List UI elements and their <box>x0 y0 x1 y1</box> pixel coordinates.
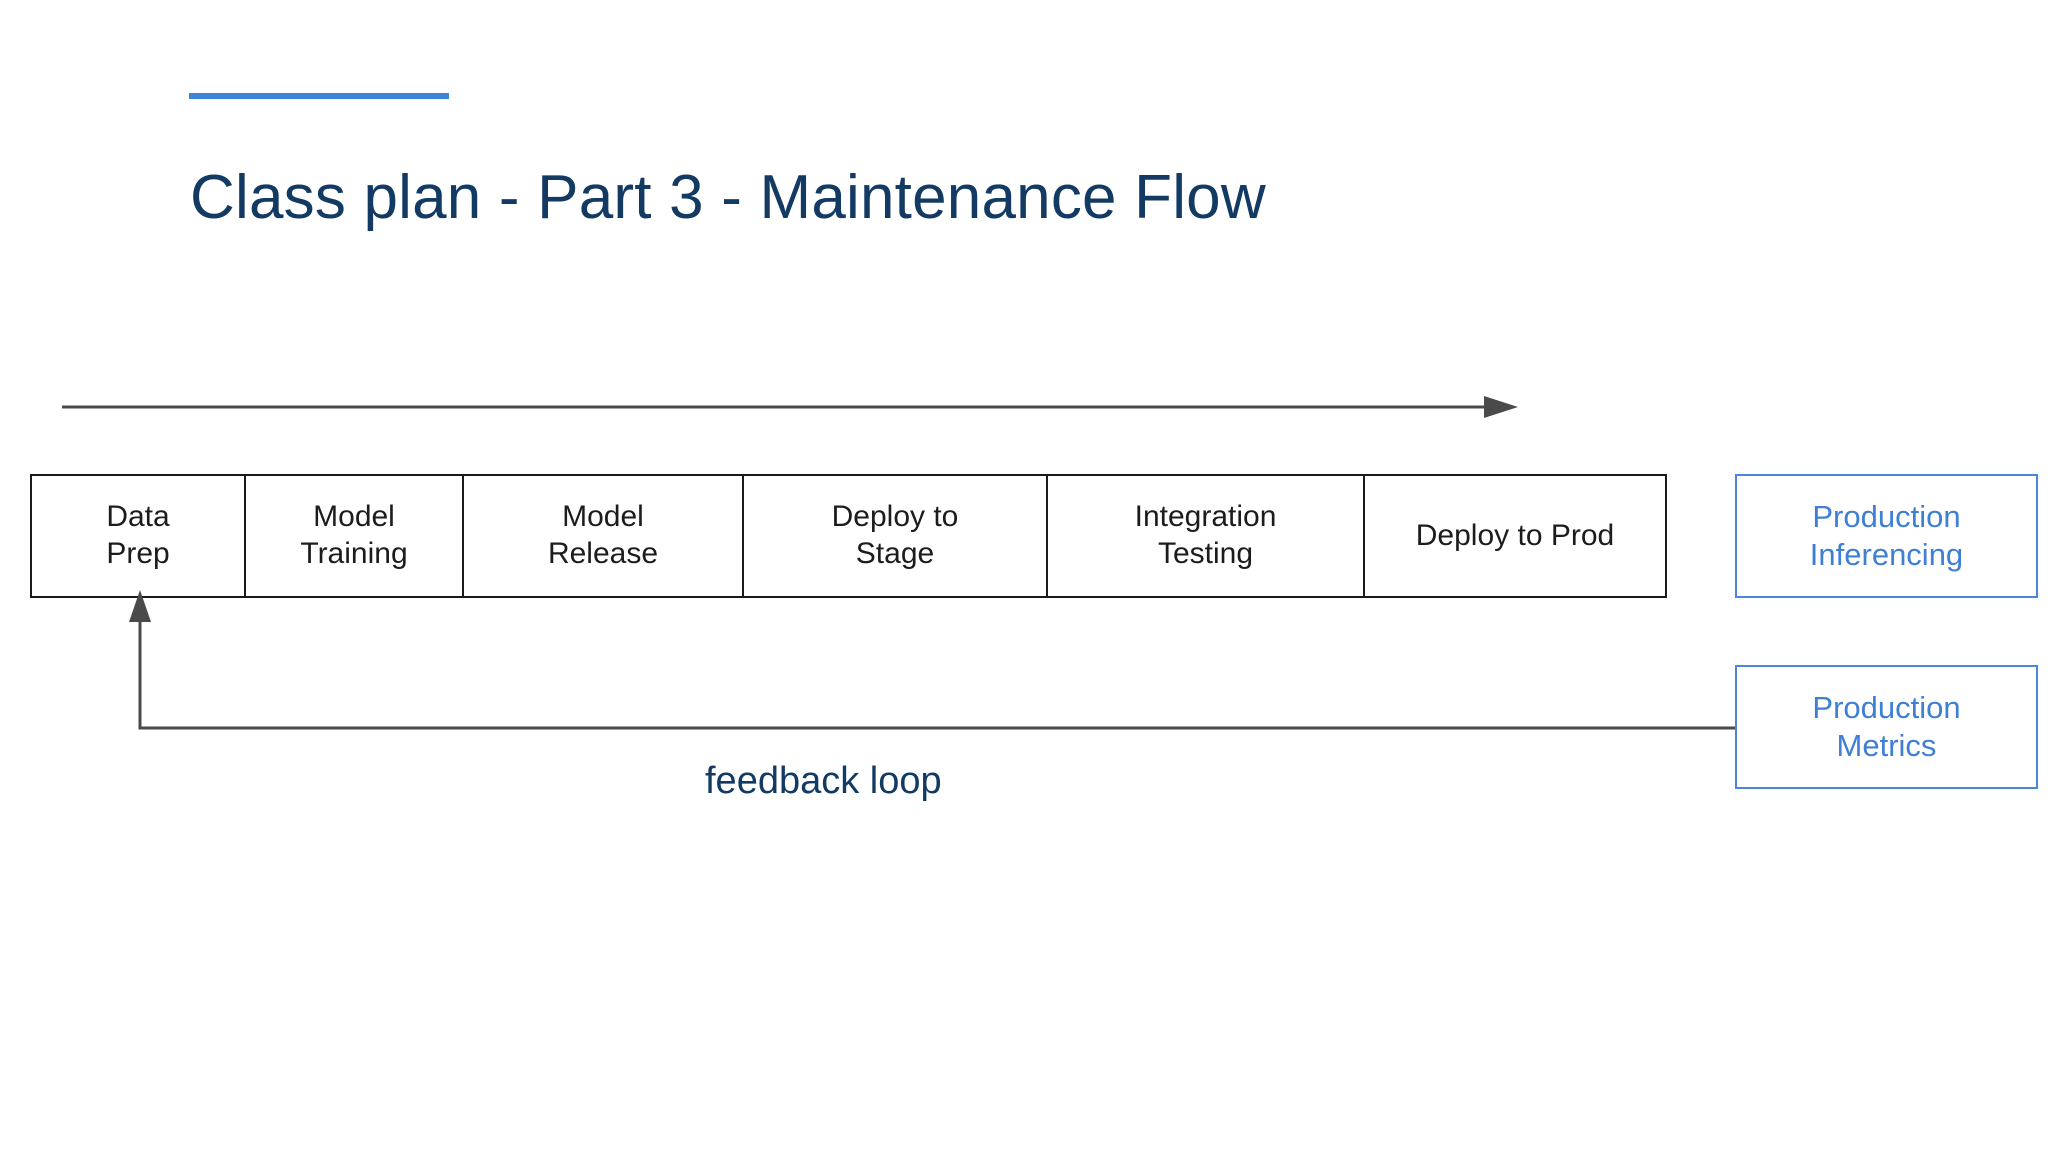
stage-box-model-training[interactable]: Model Training <box>246 476 464 596</box>
left-to-right-arrow <box>62 396 1518 418</box>
feedback-loop-arrow <box>129 590 1735 730</box>
title-accent-bar <box>189 93 449 99</box>
stage-box-data-prep[interactable]: Data Prep <box>32 476 246 596</box>
stage-box-deploy-to-stage[interactable]: Deploy to Stage <box>744 476 1048 596</box>
stage-box-deploy-to-prod[interactable]: Deploy to Prod <box>1415 518 1615 552</box>
feedback-loop-label: feedback loop <box>705 760 942 802</box>
pipeline-stage-row: Data Prep Model Training Model Release D… <box>30 474 1667 598</box>
stage-box-integration-testing[interactable]: Integration Testing <box>1048 476 1365 596</box>
box-production-inferencing[interactable]: Production Inferencing <box>1735 474 2038 598</box>
box-production-metrics[interactable]: Production Metrics <box>1735 665 2038 789</box>
page-title: Class plan - Part 3 - Maintenance Flow <box>190 162 1266 232</box>
stage-box-model-release[interactable]: Model Release <box>464 476 744 596</box>
